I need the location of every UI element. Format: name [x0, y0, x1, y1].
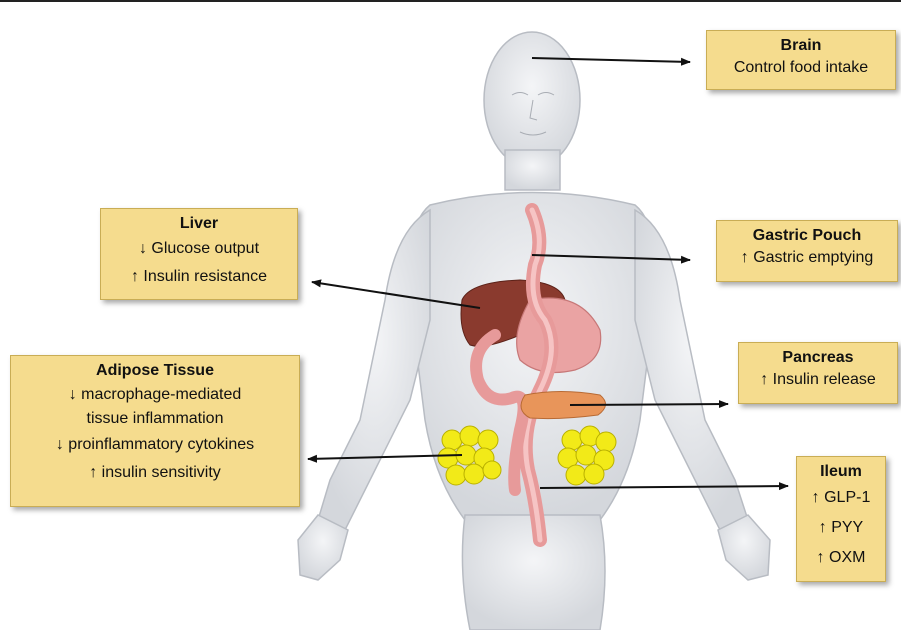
- pancreas-box: Pancreas ↑ Insulin release: [738, 342, 898, 404]
- adipose-title: Adipose Tissue: [17, 360, 293, 382]
- adipose-line-1: ↓ macrophage-mediated: [17, 382, 293, 408]
- liver-line-2: ↑ Insulin resistance: [107, 263, 291, 291]
- gastric-pouch-line-1: ↑ Gastric emptying: [723, 247, 891, 269]
- adipose-line-2: tissue inflammation: [17, 408, 293, 430]
- ileum-title: Ileum: [803, 461, 879, 483]
- ileum-line-1: ↑ GLP-1: [803, 483, 879, 513]
- arrow-pancreas: [570, 404, 728, 405]
- ileum-box: Ileum ↑ GLP-1 ↑ PYY ↑ OXM: [796, 456, 886, 582]
- adipose-line-3: ↓ proinflammatory cytokines: [17, 430, 293, 460]
- adipose-box: Adipose Tissue ↓ macrophage-mediated tis…: [10, 355, 300, 507]
- gastric-pouch-title: Gastric Pouch: [723, 225, 891, 247]
- gastric-pouch-box: Gastric Pouch ↑ Gastric emptying: [716, 220, 898, 282]
- left-arm: [318, 210, 430, 530]
- neck: [505, 150, 560, 190]
- ileum-line-2: ↑ PYY: [803, 513, 879, 543]
- liver-box: Liver ↓ Glucose output ↑ Insulin resista…: [100, 208, 298, 300]
- pancreas-title: Pancreas: [745, 347, 891, 369]
- pancreas-line-1: ↑ Insulin release: [745, 369, 891, 391]
- brain-box: Brain Control food intake: [706, 30, 896, 90]
- head: [484, 32, 580, 168]
- ileum-line-3: ↑ OXM: [803, 543, 879, 573]
- liver-title: Liver: [107, 213, 291, 235]
- brain-line-1: Control food intake: [713, 57, 889, 79]
- liver-line-1: ↓ Glucose output: [107, 235, 291, 263]
- brain-title: Brain: [713, 35, 889, 57]
- adipose-line-4: ↑ insulin sensitivity: [17, 460, 293, 486]
